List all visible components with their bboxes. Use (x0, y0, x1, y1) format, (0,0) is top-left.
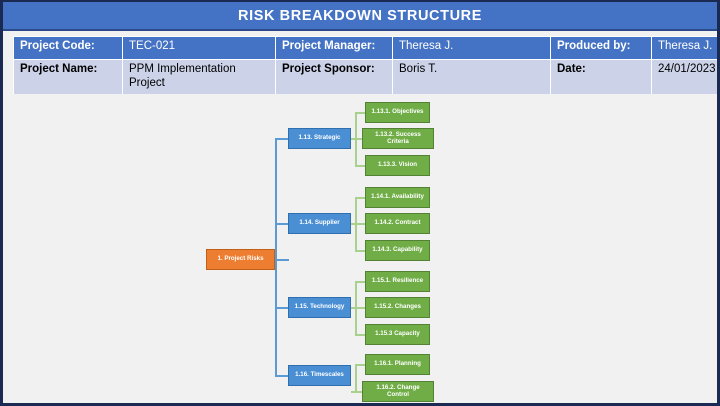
node-level3-objectives[interactable]: 1.13.1. Objectives (365, 102, 430, 123)
node-label: 1.13.3. Vision (377, 161, 418, 169)
node-level2-strategic[interactable]: 1.13. Strategic (288, 128, 351, 149)
node-label: 1.14.3. Capability (372, 246, 423, 254)
label-date: Date: (550, 59, 652, 99)
node-level3-availability[interactable]: 1.14.1. Availability (365, 187, 430, 208)
node-label: 1.15. Technology (294, 303, 345, 311)
node-level3-vision[interactable]: 1.13.3. Vision (365, 155, 430, 176)
table-row: Project Code: TEC-021 Project Manager: T… (13, 36, 717, 60)
connector-sub-spine-timescales (355, 364, 357, 392)
connector-sub-stub-planning (355, 364, 366, 366)
node-label: 1.16. Timescales (295, 371, 344, 379)
node-level3-success-criteria[interactable]: 1.13.2. Success Criteria (362, 128, 434, 149)
connector-sub-stub-capacity (355, 334, 366, 336)
connector-sub-stub-change-control (351, 391, 366, 393)
connector-sub-stub-capability (355, 250, 366, 252)
table-row: Project Name: PPM Implementation Project… (13, 59, 717, 99)
node-label: 1.13.1. Objectives (371, 108, 424, 116)
label-project-code: Project Code: (13, 36, 123, 60)
node-level3-change-control[interactable]: 1.16.2. Change Control (362, 381, 434, 402)
connector-sub-stub-objectives (355, 112, 366, 114)
label-project-sponsor: Project Sponsor: (275, 59, 393, 99)
node-level3-contract[interactable]: 1.14.2. Contract (365, 213, 430, 234)
value-project-name: PPM Implementation Project (122, 59, 276, 99)
node-level3-capability[interactable]: 1.14.3. Capability (365, 240, 430, 261)
label-project-manager: Project Manager: (275, 36, 393, 60)
node-label: 1.15.3 Capacity (375, 330, 420, 338)
node-label: 1.15.2. Changes (374, 303, 421, 311)
connector-trunk-vertical (275, 138, 277, 375)
node-root-project-risks[interactable]: 1. Project Risks (206, 249, 275, 270)
connector-sub-stub-resilience (355, 281, 366, 283)
node-label: 1.16.1. Planning (374, 360, 421, 368)
node-level3-capacity[interactable]: 1.15.3 Capacity (365, 324, 430, 345)
node-label: 1.14.1. Availability (371, 193, 424, 201)
node-level3-changes[interactable]: 1.15.2. Changes (365, 297, 430, 318)
node-label: 1.14.2. Contract (374, 219, 421, 227)
node-level2-timescales[interactable]: 1.16. Timescales (288, 365, 351, 386)
node-label: 1. Project Risks (217, 255, 264, 263)
page-title: RISK BREAKDOWN STRUCTURE (238, 7, 482, 24)
node-level3-planning[interactable]: 1.16.1. Planning (365, 354, 430, 375)
label-project-name: Project Name: (13, 59, 123, 99)
connector-branch-stub-supplier (275, 223, 288, 225)
value-project-manager: Theresa J. (392, 36, 551, 60)
project-info-table: Project Code: TEC-021 Project Manager: T… (13, 36, 717, 99)
connector-sub-stub-vision (355, 165, 366, 167)
connector-root-stub (275, 259, 289, 261)
value-produced-by: Theresa J. (651, 36, 717, 60)
connector-branch-stub-timescales (275, 375, 288, 377)
node-label: 1.14. Supplier (299, 219, 340, 227)
node-level3-resilience[interactable]: 1.15.1. Resilience (365, 271, 430, 292)
label-produced-by: Produced by: (550, 36, 652, 60)
connector-sub-stub-success-criteria (351, 138, 366, 140)
value-project-code: TEC-021 (122, 36, 276, 60)
node-label: 1.13. Strategic (298, 134, 341, 142)
risk-breakdown-diagram: 1. Project Risks 1.13. Strategic 1.14. S… (3, 94, 717, 403)
value-project-sponsor: Boris T. (392, 59, 551, 99)
node-label: 1.16.2. Change Control (376, 383, 420, 398)
node-label: 1.15.1. Resilience (371, 277, 424, 285)
document-title-bar: RISK BREAKDOWN STRUCTURE (3, 2, 717, 31)
node-level2-supplier[interactable]: 1.14. Supplier (288, 213, 351, 234)
connector-branch-stub-technology (275, 307, 288, 309)
connector-sub-stub-changes (351, 307, 366, 309)
connector-sub-stub-availability (355, 197, 366, 199)
value-date: 24/01/2023 (651, 59, 717, 99)
connector-sub-stub-contract (351, 223, 366, 225)
node-label: 1.13.2. Success Criteria (375, 130, 421, 145)
connector-branch-stub-strategic (275, 138, 288, 140)
node-level2-technology[interactable]: 1.15. Technology (288, 297, 351, 318)
